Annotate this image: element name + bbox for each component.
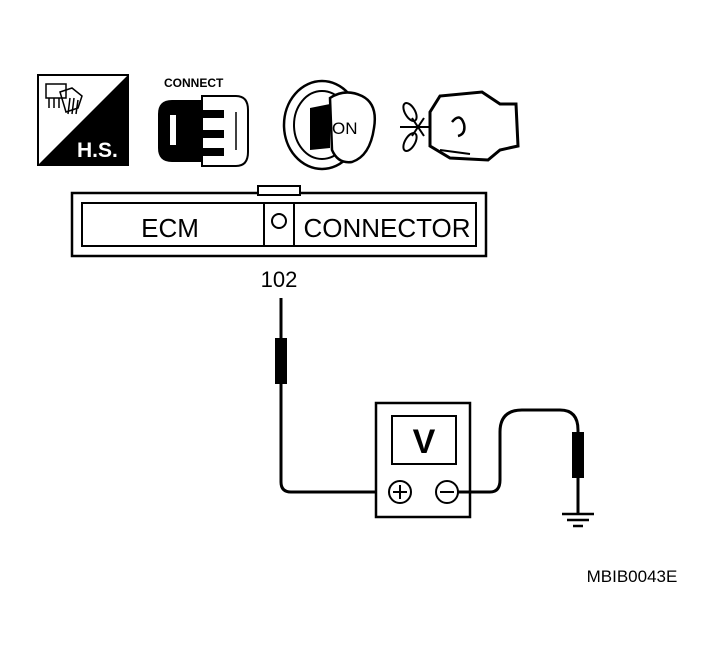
connect-icon: CONNECT <box>158 76 249 167</box>
ignition-on-label: ON <box>332 119 358 138</box>
figure-code: MBIB0043E <box>587 567 678 586</box>
ignition-key-icon: ON <box>282 79 376 171</box>
engine-running-icon <box>400 90 520 162</box>
positive-probe <box>275 298 287 384</box>
voltmeter-label: V <box>413 423 436 461</box>
positive-lead <box>279 384 386 494</box>
negative-terminal-icon <box>435 480 459 504</box>
ground-icon <box>562 512 594 528</box>
positive-terminal-icon <box>388 480 412 504</box>
negative-probe <box>572 432 584 514</box>
connector-label: CONNECTOR <box>303 213 470 243</box>
voltmeter: V <box>374 401 472 519</box>
terminal-number-label: 102 <box>261 267 298 292</box>
ecm-connector: ECM CONNECTOR <box>70 185 488 258</box>
negative-lead <box>458 408 580 494</box>
connect-label: CONNECT <box>164 76 224 90</box>
ecm-label: ECM <box>141 213 199 243</box>
terminal-102 <box>271 213 287 229</box>
harness-connector-icon: H.S. <box>37 74 129 166</box>
hs-label: H.S. <box>77 139 118 162</box>
